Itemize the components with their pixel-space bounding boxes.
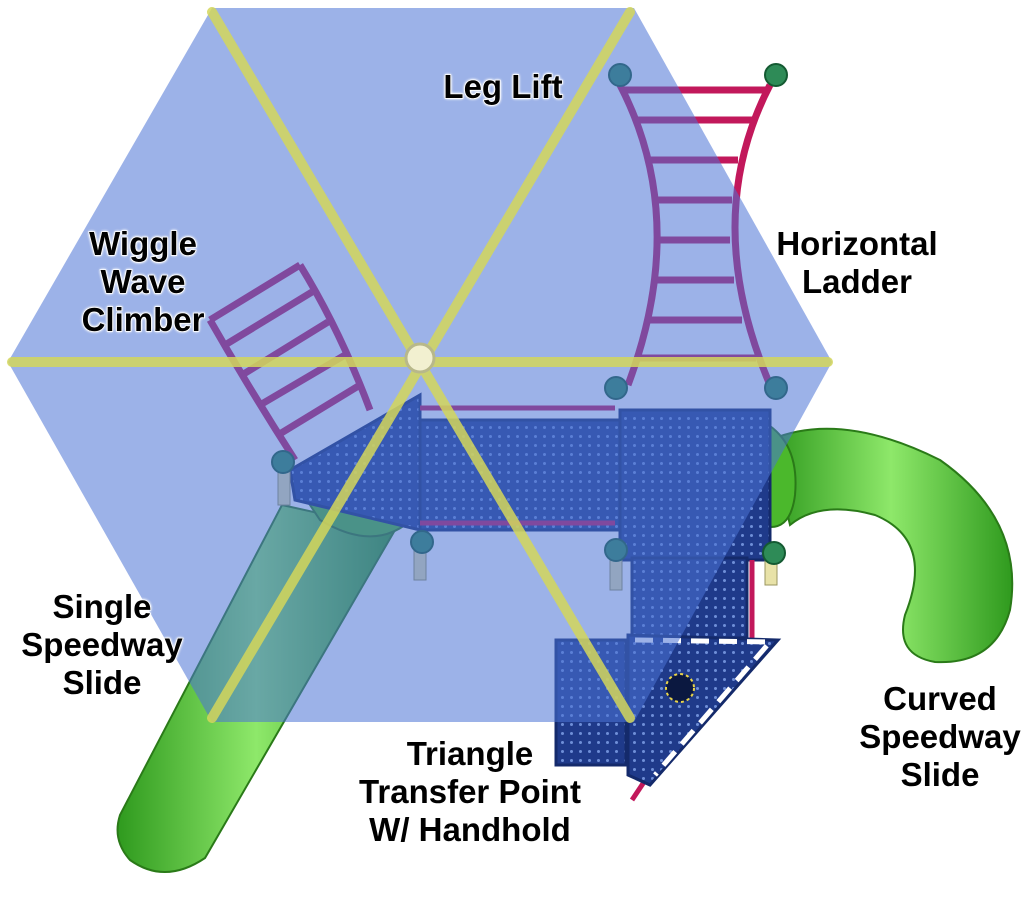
- label-wiggle-wave-climber: Wiggle Wave Climber: [81, 224, 205, 339]
- label-horizontal-ladder: Horizontal Ladder: [776, 224, 939, 301]
- curved-speedway-slide: [751, 418, 1014, 664]
- hexagon-center-hub: [404, 342, 436, 374]
- label-leg-lift: Leg Lift: [443, 67, 564, 106]
- triangle-transfer-point: [626, 633, 782, 787]
- label-single-speedway-slide: Single Speedway Slide: [20, 587, 183, 702]
- label-curved-speedway-slide: Curved Speedway Slide: [858, 679, 1021, 794]
- label-triangle-transfer-point: Triangle Transfer Point W/ Handhold: [358, 734, 581, 849]
